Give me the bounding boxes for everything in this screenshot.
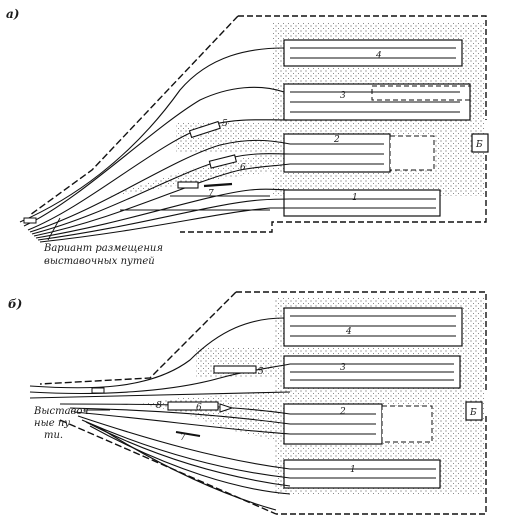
track-fan-a	[19, 47, 291, 243]
building-8-b: 8	[156, 401, 162, 411]
building-7-a: 7	[177, 181, 233, 199]
label-1-b: 1	[350, 465, 356, 475]
label-8-b: 8	[156, 401, 162, 411]
building-1-b: 1	[283, 459, 441, 489]
label-2-a: 2	[333, 135, 340, 145]
label-4-a: 4	[375, 51, 382, 61]
label-4-b: 4	[345, 327, 352, 337]
label-1-a: 1	[352, 193, 358, 203]
label-b-b: Б	[469, 408, 477, 418]
diagram-b: б) 4 3 2	[8, 291, 487, 515]
exhibition-caption-line1: Выставоч	[33, 406, 89, 417]
yard-area-b	[140, 298, 484, 494]
label-3-a: 3	[340, 91, 346, 101]
building-4-a: 4	[283, 39, 463, 67]
label-7-b: 7	[180, 433, 186, 443]
label-b-a: Б	[475, 140, 483, 150]
building-5-a: 5	[188, 119, 228, 139]
diagonal-boundary-b	[39, 291, 237, 385]
variant-caption-line2: выставочных путей	[44, 256, 155, 267]
diagonal-boundary-a	[29, 15, 239, 216]
building-b-a: Б	[471, 133, 489, 153]
building-4-b: 4	[283, 307, 463, 347]
building-6-a: 6	[208, 154, 246, 173]
leader-line-a	[47, 217, 61, 241]
panel-label-a: а)	[6, 7, 19, 21]
depot-boundary-a	[180, 15, 487, 233]
label-2-b: 2	[339, 407, 346, 417]
depot-boundary-b	[236, 291, 487, 515]
locomotive-icon-a	[23, 217, 37, 224]
building-2-b: 2	[283, 403, 433, 445]
label-7-a: 7	[208, 189, 214, 199]
building-b-b: Б	[465, 401, 483, 421]
building-5-b: 5	[213, 365, 264, 377]
exhibition-caption-line2: ные пу	[34, 418, 70, 429]
building-7-b: 7	[175, 431, 201, 443]
building-6-b: 6	[167, 401, 234, 413]
label-5-a: 5	[222, 119, 228, 129]
variant-caption-line1: Вариант размещения	[43, 243, 163, 254]
building-2-a: 2	[283, 133, 435, 173]
locomotive-icon-b	[91, 387, 105, 394]
diagram-a: а) 4 3 2	[6, 7, 489, 267]
building-3-b: 3	[283, 355, 461, 389]
building-1-a: 1	[283, 189, 441, 217]
label-6-a: 6	[240, 163, 246, 173]
label-5-b: 5	[258, 367, 264, 377]
label-6-b: 6	[196, 403, 202, 413]
panel-label-b: б)	[8, 297, 22, 311]
building-3-a: 3	[283, 83, 471, 121]
label-3-b: 3	[340, 363, 346, 373]
exhibition-caption-line3: ти.	[44, 430, 63, 441]
